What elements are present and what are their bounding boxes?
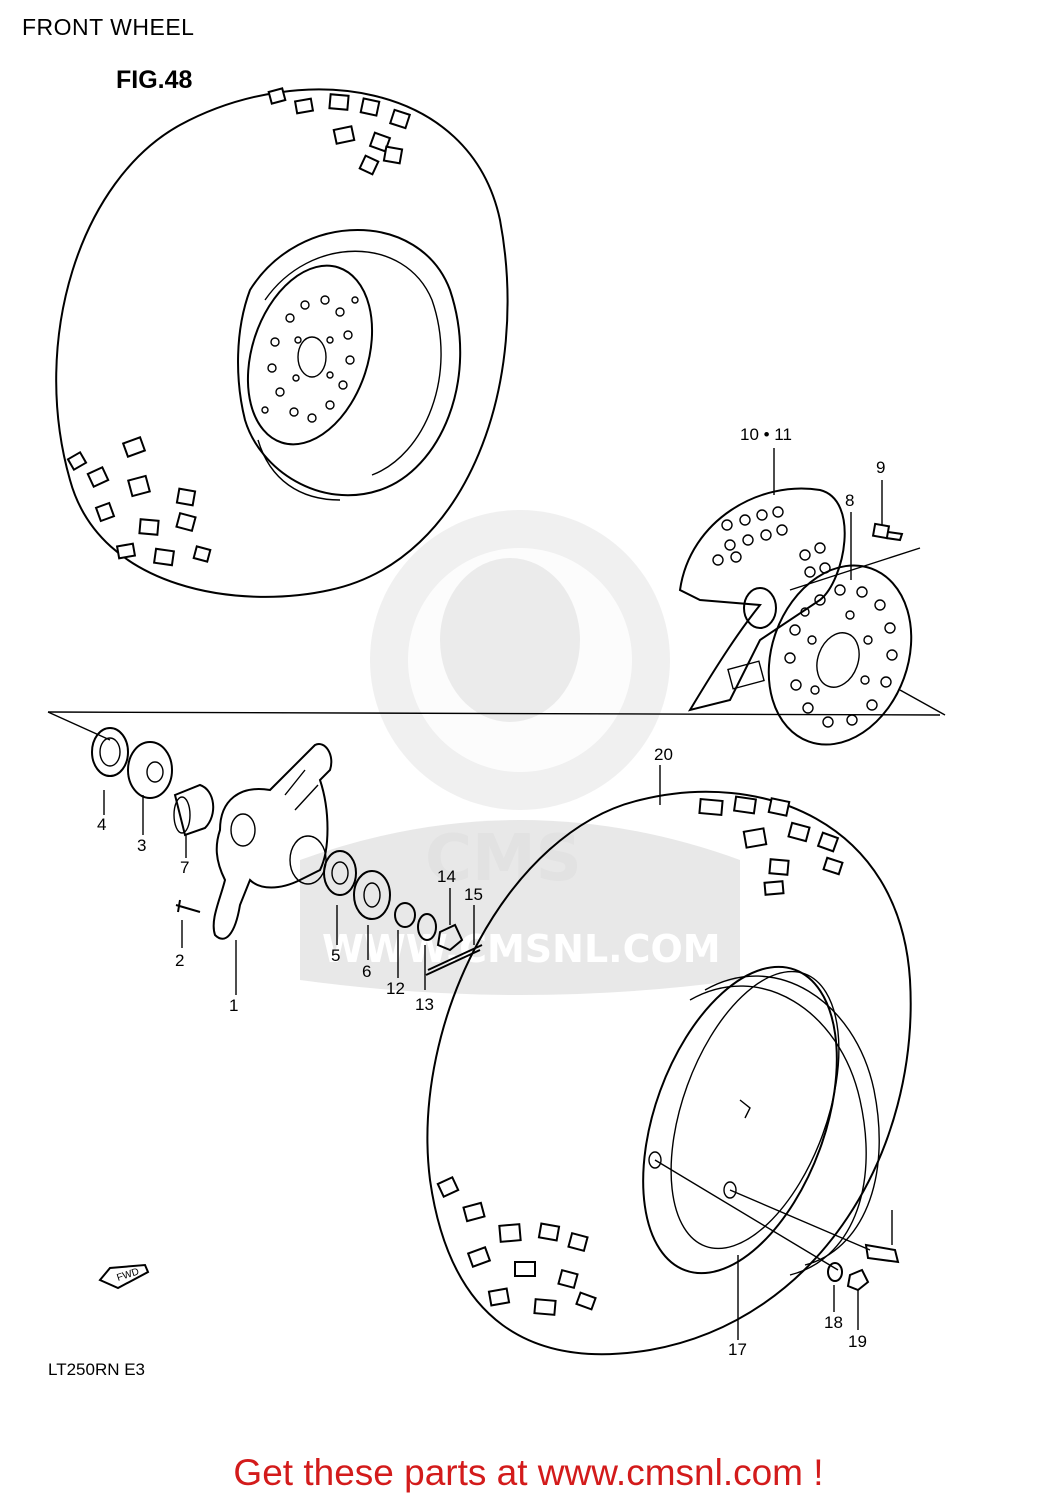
callout-6: 6: [362, 962, 371, 981]
callout-19: 20: [654, 745, 673, 764]
callout-4: 4: [97, 815, 106, 834]
cms-watermark: CMS WWW.CMSNL.COM: [300, 510, 740, 995]
callout-5: 5: [331, 946, 340, 965]
callout-labels: 10 • 11 9 8 20 4 3 7 2 1 5 6 12 13 14 15…: [97, 425, 885, 1359]
fwd-label: FWD: [116, 1266, 141, 1284]
brake-disc-illustration: [767, 547, 946, 746]
hardware-17-18-20-illustration: [654, 1159, 900, 1292]
bolt-9-illustration: [871, 522, 904, 542]
callout-9: 9: [876, 458, 885, 477]
model-code: LT250RN E3: [48, 1360, 145, 1379]
page-title: FRONT WHEEL: [22, 14, 195, 40]
callout-3: 3: [137, 836, 146, 855]
callout-18: 19: [848, 1332, 867, 1351]
leader-lines: [103, 448, 893, 1340]
callout-7: 7: [180, 858, 189, 877]
callout-12: 12: [386, 979, 405, 998]
footer-link[interactable]: Get these parts at www.cmsnl.com !: [233, 1452, 824, 1493]
disc-cover-illustration: [678, 487, 846, 712]
callout-14: 14: [437, 867, 456, 886]
callout-17: 18: [824, 1313, 843, 1332]
callout-15: 15: [464, 885, 483, 904]
callout-1: 1: [229, 996, 238, 1015]
callout-16: 17: [728, 1340, 747, 1359]
callout-2: 2: [175, 951, 184, 970]
hub-assembly-illustration: [91, 727, 483, 976]
callout-8: 8: [845, 491, 854, 510]
callout-10-11: 10 • 11: [740, 425, 792, 444]
upper-tire-illustration: [55, 87, 509, 598]
watermark-brand: CMS: [425, 822, 582, 896]
figure-number: FIG.48: [116, 66, 193, 94]
callout-13: 13: [415, 995, 434, 1014]
watermark-url: WWW.CMSNL.COM: [322, 927, 721, 971]
fwd-arrow-icon: FWD: [98, 1263, 150, 1290]
lower-tire-illustration: [426, 790, 912, 1356]
